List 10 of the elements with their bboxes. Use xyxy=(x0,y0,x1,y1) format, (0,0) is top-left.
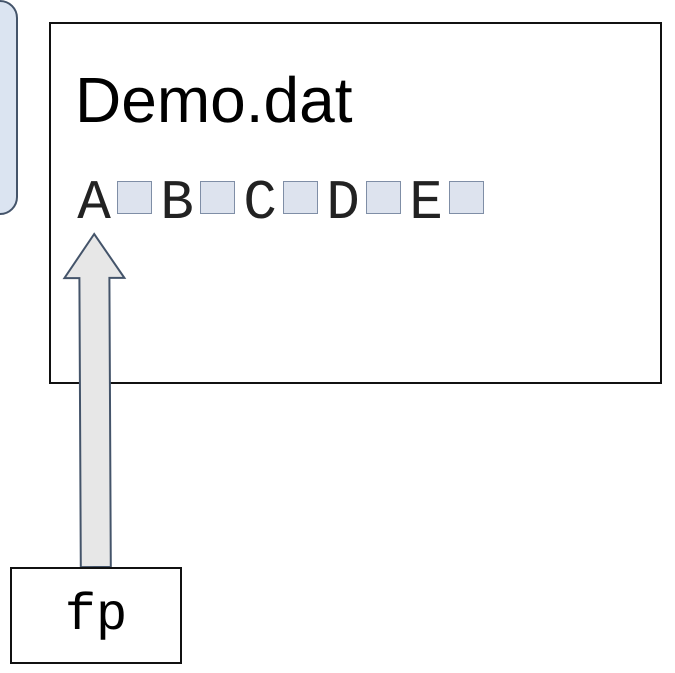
pointer-box xyxy=(10,567,182,664)
file-name: Demo.dat xyxy=(75,63,352,138)
character: B xyxy=(156,172,198,234)
block-arrow xyxy=(62,232,126,568)
character: C xyxy=(239,172,281,234)
character: A xyxy=(73,172,115,234)
character: D xyxy=(322,172,364,234)
pointer-name: fp xyxy=(64,586,128,646)
character: E xyxy=(405,172,447,234)
file-box xyxy=(49,22,662,384)
